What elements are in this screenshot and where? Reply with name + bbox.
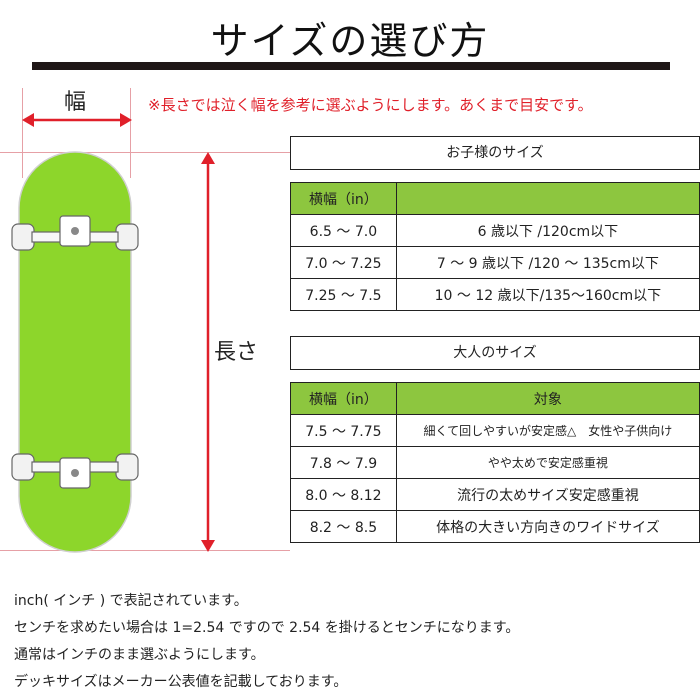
skateboard-deck-illustration: [11, 151, 139, 553]
adult-size-table: 横幅（in） 対象 7.5 ～ 7.75 細くて回しやすいが安定感△ 女性や子供…: [290, 382, 700, 543]
header-width: 横幅（in）: [290, 182, 397, 215]
page-title: サイズの選び方: [210, 19, 490, 63]
kids-size-title: お子様のサイズ: [290, 136, 700, 170]
header-target: [395, 182, 700, 215]
table-row: 7.8 ～ 7.9 やや太めで安定感重視: [290, 446, 700, 479]
table-row: 7.0 ～ 7.25 7 ～ 9 歳以下 /120 ～ 135cm以下: [290, 246, 700, 279]
width-cell: 7.0 ～ 7.25: [290, 246, 397, 279]
target-cell: 10 ～ 12 歳以下/135～160cm以下: [395, 278, 700, 311]
width-guide-left: [22, 88, 23, 178]
target-cell: 7 ～ 9 歳以下 /120 ～ 135cm以下: [395, 246, 700, 279]
table-header-row: 横幅（in）: [290, 182, 700, 215]
target-cell: 体格の大きい方向きのワイドサイズ: [395, 510, 700, 543]
table-row: 8.0 ～ 8.12 流行の太めサイズ安定感重視: [290, 478, 700, 511]
length-guide-bottom: [0, 550, 290, 551]
kids-size-table: 横幅（in） 6.5 ～ 7.0 6 歳以下 /120cm以下 7.0 ～ 7.…: [290, 182, 700, 311]
width-cell: 7.8 ～ 7.9: [290, 446, 397, 479]
table-row: 6.5 ～ 7.0 6 歳以下 /120cm以下: [290, 214, 700, 247]
table-row: 7.5 ～ 7.75 細くて回しやすいが安定感△ 女性や子供向け: [290, 414, 700, 447]
target-cell: 細くて回しやすいが安定感△ 女性や子供向け: [395, 414, 700, 447]
target-cell: 流行の太めサイズ安定感重視: [395, 478, 700, 511]
footer-line: デッキサイズはメーカー公表値を記載しております。: [14, 674, 348, 690]
width-cell: 8.0 ～ 8.12: [290, 478, 397, 511]
width-cell: 8.2 ～ 8.5: [290, 510, 397, 543]
title-underline: [32, 62, 670, 70]
width-cell: 6.5 ～ 7.0: [290, 214, 397, 247]
footer-line: センチを求めたい場合は 1=2.54 ですので 2.54 を掛けるとセンチになり…: [14, 620, 520, 636]
rear-truck-icon: [11, 453, 139, 489]
table-row: 7.25 ～ 7.5 10 ～ 12 歳以下/135～160cm以下: [290, 278, 700, 311]
width-guide-right: [130, 88, 131, 178]
header-target: 対象: [395, 382, 700, 415]
width-arrow: [22, 113, 132, 127]
target-cell: やや太めで安定感重視: [395, 446, 700, 479]
selection-note: ※長さでは泣く幅を参考に選ぶようにします。あくまで目安です。: [148, 96, 593, 114]
front-truck-icon: [11, 215, 139, 251]
width-label: 幅: [64, 90, 87, 115]
header-width: 横幅（in）: [290, 382, 397, 415]
footer-line: inch( インチ ) で表記されています。: [14, 593, 248, 609]
adult-size-title: 大人のサイズ: [290, 336, 700, 370]
target-cell: 6 歳以下 /120cm以下: [395, 214, 700, 247]
table-row: 8.2 ～ 8.5 体格の大きい方向きのワイドサイズ: [290, 510, 700, 543]
length-arrow: [201, 152, 215, 552]
footer-notes: inch( インチ ) で表記されています。 センチを求めたい場合は 1=2.5…: [14, 588, 519, 696]
skateboard-diagram: 幅 長さ: [0, 80, 290, 580]
width-cell: 7.25 ～ 7.5: [290, 278, 397, 311]
length-label: 長さ: [214, 340, 259, 365]
footer-line: 通常はインチのまま選ぶようにします。: [14, 647, 265, 663]
width-cell: 7.5 ～ 7.75: [290, 414, 397, 447]
length-guide-top: [0, 152, 290, 153]
table-header-row: 横幅（in） 対象: [290, 382, 700, 415]
